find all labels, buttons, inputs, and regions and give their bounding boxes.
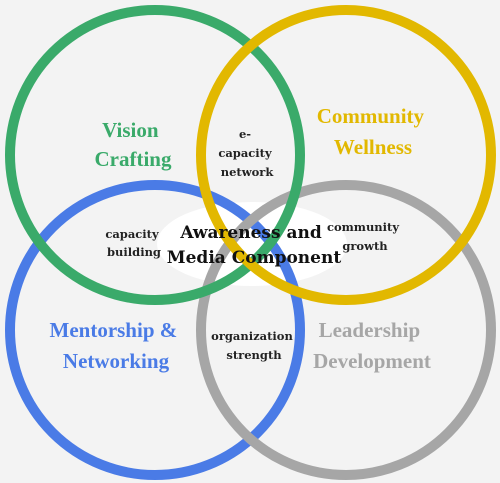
organization-strength-label: organization strength [211, 329, 297, 362]
e-capacity-network-label: e- capacity network [218, 127, 275, 179]
mentorship-networking-label: Mentorship & Networking [50, 318, 183, 373]
community-growth-label: community growth [327, 220, 403, 253]
capacity-building-label: capacity building [105, 227, 162, 259]
leadership-circle [196, 180, 496, 480]
vision-crafting-label: Vision Crafting [95, 118, 172, 171]
awareness-media-component-label: Awareness and Media Component [167, 223, 342, 268]
vision-circle [5, 5, 305, 305]
community-circle [196, 5, 496, 305]
mentorship-circle [5, 180, 305, 480]
leadership-development-label: Leadership Development [313, 318, 431, 373]
center-background [157, 202, 347, 286]
community-wellness-label: Community Wellness [317, 104, 430, 159]
